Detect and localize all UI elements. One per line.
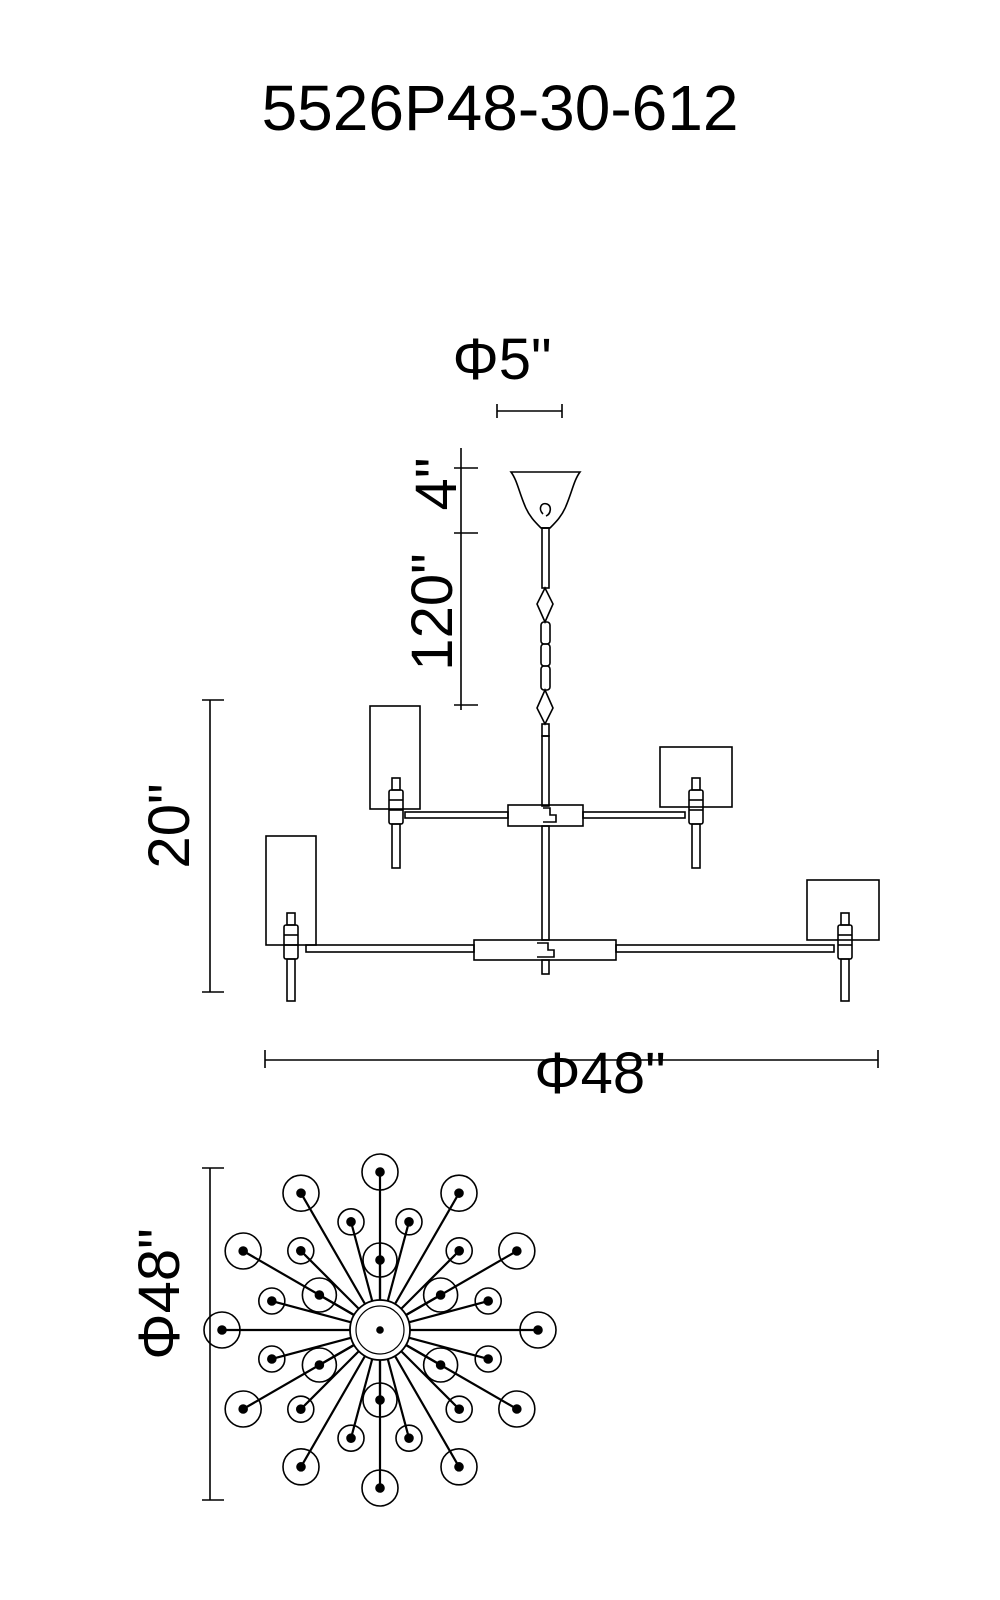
lower-left-shade — [265, 835, 317, 946]
bulb-dot — [217, 1325, 227, 1335]
bulb-dot — [267, 1296, 277, 1306]
shade-circle — [287, 1395, 315, 1423]
shade-circle — [440, 1174, 478, 1212]
shade-circle — [282, 1174, 320, 1212]
bulb-dot — [296, 1462, 306, 1472]
shade-circle — [361, 1153, 399, 1191]
bulb-dot — [404, 1433, 414, 1443]
bulb-dot — [314, 1360, 325, 1370]
bulb-dot — [454, 1462, 464, 1472]
upper-right-shade — [659, 746, 733, 808]
bulb-dot — [296, 1246, 306, 1256]
upper-tier — [404, 804, 686, 827]
chain-length-dimension — [454, 538, 478, 710]
shade-circle — [258, 1345, 286, 1373]
chain — [536, 527, 554, 737]
bulb-dot — [346, 1217, 356, 1227]
bulb-dot — [296, 1404, 306, 1414]
canopy-diameter-dimension — [496, 404, 563, 418]
shade-circle — [445, 1237, 473, 1265]
bulb-dot — [483, 1296, 493, 1306]
shade-circle — [224, 1390, 262, 1428]
fixture-depth-dimension — [202, 1167, 224, 1501]
bulb-dot — [296, 1188, 306, 1198]
shade-circle — [395, 1208, 423, 1236]
center-hub-inner — [355, 1305, 405, 1355]
bulb-dot — [533, 1325, 543, 1335]
shade-circle — [224, 1232, 262, 1270]
fixture-width-label: Φ48" — [534, 1041, 666, 1106]
stem — [541, 735, 550, 975]
bulb-dot — [454, 1404, 464, 1414]
bulb-dot — [238, 1404, 248, 1414]
shade-circle — [498, 1390, 536, 1428]
shade-circle — [301, 1277, 338, 1313]
shade-circle — [287, 1237, 315, 1265]
shade-circle — [474, 1345, 502, 1373]
shade-circle — [474, 1287, 502, 1315]
shade-circle — [422, 1347, 459, 1383]
fixture-height-dimension — [202, 699, 224, 993]
bulb-dot — [404, 1217, 414, 1227]
canopy — [509, 471, 582, 529]
shade-circle — [498, 1232, 536, 1270]
bulb-dot — [435, 1360, 446, 1370]
center-dot — [376, 1326, 384, 1334]
bulb-dot — [512, 1246, 522, 1256]
shade-circle — [301, 1347, 338, 1383]
shade-circle — [519, 1311, 557, 1349]
lower-right-shade — [806, 879, 880, 941]
bulb-dot — [238, 1246, 248, 1256]
upper-left-socket — [388, 777, 404, 869]
bulb-dot — [375, 1395, 385, 1405]
bulb-dot — [512, 1404, 522, 1414]
lower-right-socket — [837, 912, 853, 1002]
bulb-dot — [435, 1290, 446, 1300]
shade-circle — [337, 1208, 365, 1236]
upper-left-shade — [369, 705, 421, 810]
bulb-dot — [375, 1255, 385, 1265]
shade-circle — [440, 1448, 478, 1486]
bulb-dot — [454, 1246, 464, 1256]
lower-tier — [305, 939, 835, 961]
canopy-diameter-label: Φ5" — [452, 327, 552, 392]
shade-circle — [445, 1395, 473, 1423]
shade-circle — [337, 1424, 365, 1452]
shade-circle — [203, 1311, 241, 1349]
canopy-height-dimension — [454, 448, 478, 538]
shade-circle — [362, 1382, 398, 1418]
top-view-diagram — [203, 1153, 557, 1507]
bulb-dot — [454, 1188, 464, 1198]
shade-circle — [362, 1242, 398, 1278]
fixture-width-dimension — [264, 1050, 879, 1068]
shade-circle — [282, 1448, 320, 1486]
shade-circle — [395, 1424, 423, 1452]
lower-left-socket — [283, 912, 299, 1002]
bulb-dot — [375, 1483, 385, 1493]
shade-circle — [422, 1277, 459, 1313]
bulb-dot — [314, 1290, 325, 1300]
bulb-dot — [267, 1354, 277, 1364]
bulb-dot — [346, 1433, 356, 1443]
bulb-dot — [483, 1354, 493, 1364]
model-number-title: 5526P48-30-612 — [261, 72, 739, 144]
shade-circle — [258, 1287, 286, 1315]
bulb-dot — [375, 1167, 385, 1177]
shade-circle — [361, 1469, 399, 1507]
upper-right-socket — [688, 777, 704, 869]
